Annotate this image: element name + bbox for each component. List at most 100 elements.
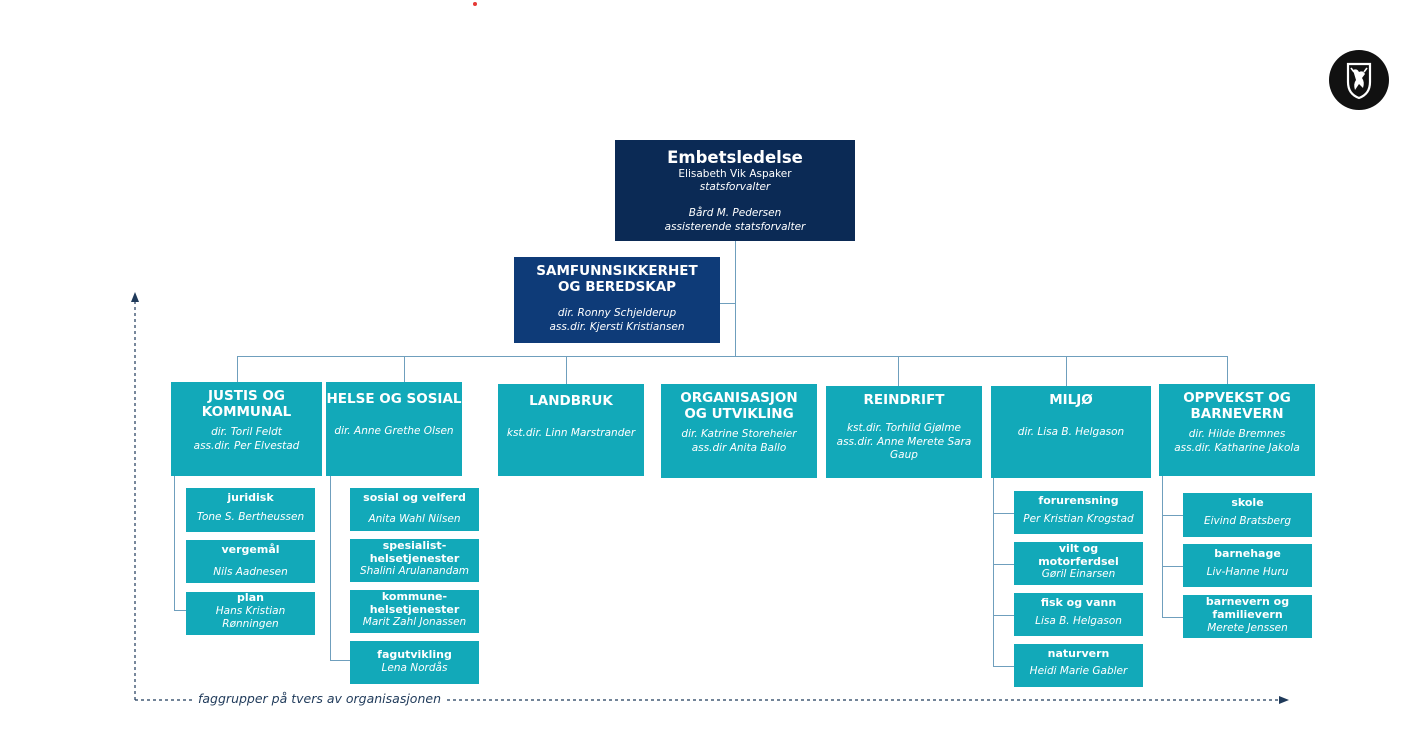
unit-vergemal[interactable]: vergemål Nils Aadnesen	[186, 540, 315, 583]
dept-dir: dir. Toril Feldt	[211, 426, 282, 439]
safety-assdir: ass.dir. Kjersti Kristiansen	[549, 321, 685, 334]
dept-assdir: ass.dir. Katharine Jakola	[1174, 442, 1300, 455]
bracket-miljo-t1	[993, 513, 1014, 514]
unit-person: Marit Zahl Jonassen	[362, 616, 467, 629]
dept-dir: dir. Katrine Storeheier	[681, 428, 797, 441]
unit-fisk[interactable]: fisk og vann Lisa B. Helgason	[1014, 593, 1143, 636]
cross-group-label: faggrupper på tvers av organisasjonen	[192, 691, 447, 706]
bracket-oppvekst	[1162, 476, 1163, 617]
dept-assdir: ass.dir Anita Ballo	[691, 442, 787, 455]
bracket-oppvekst-t1	[1162, 515, 1183, 516]
bracket-justis-tick	[174, 610, 186, 611]
dept-dir: kst.dir. Torhild Gjølme	[846, 422, 962, 435]
unit-barnevern[interactable]: barnevern og familievern Merete Jenssen	[1183, 595, 1312, 638]
unit-title: kommune-	[381, 590, 448, 603]
unit-title: skole	[1231, 496, 1264, 509]
unit-fagutvikling[interactable]: fagutvikling Lena Nordås	[350, 641, 479, 684]
unit-person: Lisa B. Helgason	[1035, 614, 1122, 627]
unit-title: barnevern og	[1205, 595, 1290, 608]
leadership-role1: statsforvalter	[699, 181, 771, 194]
unit-person: Gøril Einarsen	[1041, 568, 1116, 581]
unit-person-2: Rønningen	[222, 618, 279, 631]
connector-drop-7	[1227, 356, 1228, 384]
bracket-justis	[174, 476, 175, 610]
unit-plan[interactable]: plan Hans Kristian Rønningen	[186, 591, 315, 635]
safety-dir: dir. Ronny Schjelderup	[557, 307, 677, 320]
dept-title: JUSTIS OG	[208, 388, 285, 404]
bracket-miljo-t2	[993, 564, 1014, 565]
unit-person: Shalini Arulanandam	[359, 565, 470, 578]
leadership-role2: assisterende statsforvalter	[664, 220, 806, 233]
unit-naturvern[interactable]: naturvern Heidi Marie Gabler	[1014, 644, 1143, 687]
dept-miljo[interactable]: MILJØ dir. Lisa B. Helgason	[991, 386, 1151, 478]
bracket-miljo	[993, 478, 994, 666]
dept-reindrift[interactable]: REINDRIFT kst.dir. Torhild Gjølme ass.di…	[826, 386, 982, 478]
bracket-miljo-t3	[993, 615, 1014, 616]
marker-dot	[473, 2, 477, 6]
unit-person: Merete Jenssen	[1207, 622, 1288, 635]
dept-dir: dir. Lisa B. Helgason	[1017, 426, 1125, 439]
dept-title: LANDBRUK	[529, 393, 613, 409]
unit-forurensning[interactable]: forurensning Per Kristian Krogstad	[1014, 491, 1143, 534]
connector-drop-3	[566, 356, 567, 384]
connector-drop-1	[237, 356, 238, 382]
connector-drop-6	[1066, 356, 1067, 386]
leadership-name2: Bård M. Pedersen	[688, 207, 782, 220]
bracket-helse-tick	[330, 660, 350, 661]
dept-dir: dir. Anne Grethe Olsen	[334, 425, 454, 438]
unit-person: Tone S. Bertheussen	[196, 510, 305, 523]
dept-dir: dir. Hilde Bremnes	[1188, 428, 1286, 441]
connector-horizontal	[237, 356, 1228, 357]
dept-assdir: ass.dir. Per Elvestad	[193, 440, 300, 453]
dept-justis[interactable]: JUSTIS OG KOMMUNAL dir. Toril Feldt ass.…	[171, 382, 322, 476]
dept-title-2: OG UTVIKLING	[684, 406, 794, 423]
dept-landbruk[interactable]: LANDBRUK kst.dir. Linn Marstrander	[498, 384, 644, 476]
unit-skole[interactable]: skole Eivind Bratsberg	[1183, 493, 1312, 537]
unit-title: vilt og	[1058, 542, 1099, 555]
unit-title: plan	[237, 591, 264, 604]
dept-assdir-2: Gaup	[890, 449, 918, 462]
unit-title: forurensning	[1038, 494, 1119, 507]
safety-box[interactable]: SAMFUNNSIKKERHET OG BEREDSKAP dir. Ronny…	[514, 257, 720, 343]
unit-title: spesialist-	[382, 539, 447, 552]
safety-title-1: SAMFUNNSIKKERHET	[536, 263, 698, 279]
dept-helse[interactable]: HELSE OG SOSIAL dir. Anne Grethe Olsen	[326, 382, 462, 476]
unit-title-2: familievern	[1212, 607, 1283, 621]
bracket-helse	[330, 476, 331, 660]
dept-organisasjon[interactable]: ORGANISASJON OG UTVIKLING dir. Katrine S…	[661, 384, 817, 478]
unit-spesialist[interactable]: spesialist- helsetjenester Shalini Arula…	[350, 539, 479, 582]
dept-dir: kst.dir. Linn Marstrander	[506, 427, 636, 440]
unit-title: naturvern	[1047, 647, 1110, 660]
unit-title: barnehage	[1214, 547, 1281, 560]
unit-title: fisk og vann	[1040, 596, 1117, 609]
unit-title-2: motorferdsel	[1038, 554, 1119, 568]
dept-title-2: KOMMUNAL	[201, 404, 292, 421]
unit-person: Anita Wahl Nilsen	[368, 512, 461, 525]
unit-barnehage[interactable]: barnehage Liv-Hanne Huru	[1183, 544, 1312, 587]
unit-person: Lena Nordås	[381, 661, 448, 674]
dept-title: REINDRIFT	[863, 392, 945, 408]
dept-title: OPPVEKST OG	[1183, 390, 1291, 406]
bracket-miljo-t4	[993, 666, 1014, 667]
unit-title-2: helsetjenester	[369, 602, 460, 616]
unit-vilt[interactable]: vilt og motorferdsel Gøril Einarsen	[1014, 542, 1143, 585]
leadership-name1: Elisabeth Vik Aspaker	[678, 167, 792, 180]
unit-sosial[interactable]: sosial og velferd Anita Wahl Nilsen	[350, 488, 479, 531]
unit-juridisk[interactable]: juridisk Tone S. Bertheussen	[186, 488, 315, 532]
unit-title: sosial og velferd	[363, 491, 466, 504]
unit-title-2: helsetjenester	[369, 551, 460, 565]
bracket-oppvekst-t2	[1162, 566, 1183, 567]
connector-drop-2	[404, 356, 405, 382]
connector-trunk	[735, 241, 736, 357]
leadership-title: Embetsledelse	[667, 148, 803, 167]
unit-kommune[interactable]: kommune- helsetjenester Marit Zahl Jonas…	[350, 590, 479, 633]
unit-person: Eivind Bratsberg	[1204, 514, 1291, 527]
dept-oppvekst[interactable]: OPPVEKST OG BARNEVERN dir. Hilde Bremnes…	[1159, 384, 1315, 476]
connector-drop-5	[898, 356, 899, 386]
unit-person: Hans Kristian	[215, 604, 286, 617]
unit-title: juridisk	[227, 491, 274, 504]
leadership-box[interactable]: Embetsledelse Elisabeth Vik Aspaker stat…	[615, 140, 855, 241]
safety-title-2: OG BEREDSKAP	[557, 279, 677, 296]
unit-person: Liv-Hanne Huru	[1206, 565, 1289, 578]
